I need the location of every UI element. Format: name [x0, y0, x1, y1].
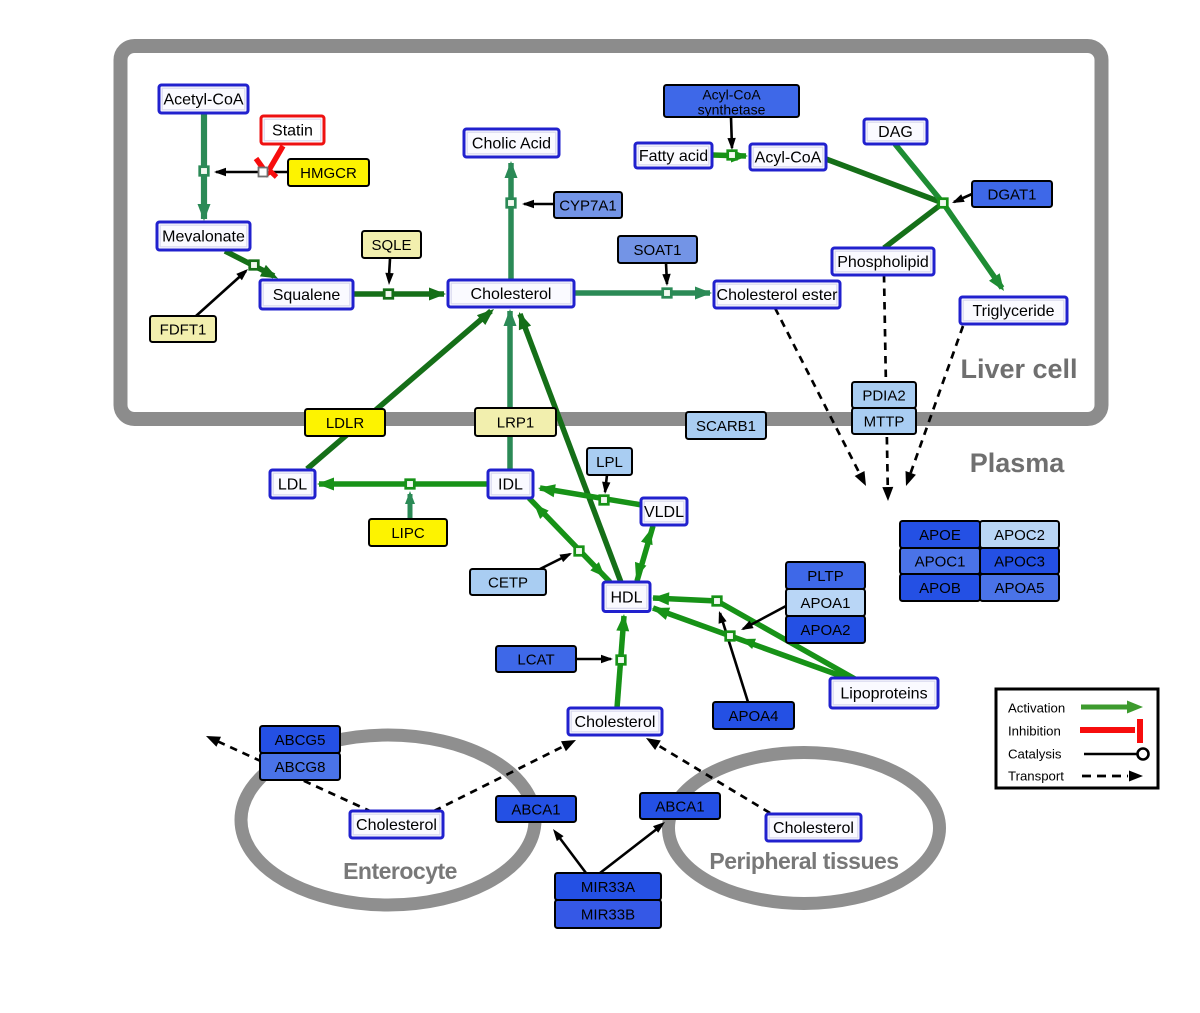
- svg-text:SCARB1: SCARB1: [696, 418, 756, 435]
- svg-text:LCAT: LCAT: [517, 652, 554, 669]
- svg-text:Squalene: Squalene: [273, 287, 341, 304]
- svg-text:APOC2: APOC2: [994, 527, 1045, 544]
- svg-text:Statin: Statin: [272, 123, 313, 140]
- svg-text:Cholic Acid: Cholic Acid: [472, 136, 551, 153]
- svg-text:Cholesterol: Cholesterol: [773, 820, 854, 837]
- svg-text:Cholesterol: Cholesterol: [471, 286, 552, 303]
- svg-text:CETP: CETP: [488, 575, 528, 592]
- svg-text:Acetyl-CoA: Acetyl-CoA: [163, 92, 243, 109]
- svg-text:ABCA1: ABCA1: [511, 802, 560, 819]
- svg-text:PDIA2: PDIA2: [862, 388, 905, 405]
- svg-text:Transport: Transport: [1008, 769, 1064, 784]
- svg-text:Cholesterol: Cholesterol: [575, 714, 656, 731]
- svg-text:APOC1: APOC1: [915, 554, 966, 571]
- svg-text:LDLR: LDLR: [326, 415, 365, 432]
- svg-text:CYP7A1: CYP7A1: [559, 198, 617, 215]
- svg-text:Inhibition: Inhibition: [1008, 724, 1061, 739]
- svg-text:Lipoproteins: Lipoproteins: [840, 686, 927, 703]
- svg-text:HDL: HDL: [610, 589, 642, 606]
- svg-text:ABCA1: ABCA1: [655, 799, 704, 816]
- svg-text:Activation: Activation: [1008, 701, 1065, 716]
- svg-text:APOA2: APOA2: [800, 622, 850, 639]
- svg-text:APOE: APOE: [919, 527, 961, 544]
- svg-text:FDFT1: FDFT1: [160, 322, 207, 339]
- svg-text:MTTP: MTTP: [864, 414, 905, 431]
- svg-text:PLTP: PLTP: [807, 568, 843, 585]
- svg-text:APOA4: APOA4: [728, 708, 778, 725]
- svg-text:Cholesterol ester: Cholesterol ester: [717, 287, 839, 304]
- svg-text:APOA5: APOA5: [994, 580, 1044, 597]
- svg-text:APOA1: APOA1: [800, 595, 850, 612]
- svg-text:SQLE: SQLE: [371, 237, 411, 254]
- svg-text:Cholesterol: Cholesterol: [356, 817, 437, 834]
- svg-text:DGAT1: DGAT1: [988, 187, 1037, 204]
- svg-text:SOAT1: SOAT1: [633, 242, 681, 259]
- svg-text:DAG: DAG: [878, 124, 913, 141]
- svg-text:Plasma: Plasma: [970, 448, 1066, 478]
- svg-text:HMGCR: HMGCR: [300, 165, 357, 182]
- svg-text:Enterocyte: Enterocyte: [343, 858, 457, 884]
- svg-text:Acyl-CoA: Acyl-CoA: [702, 87, 761, 103]
- svg-text:MIR33A: MIR33A: [581, 879, 635, 896]
- svg-text:synthetase: synthetase: [698, 102, 766, 118]
- svg-text:IDL: IDL: [498, 477, 523, 494]
- svg-text:LDL: LDL: [278, 477, 307, 494]
- svg-text:LRP1: LRP1: [497, 415, 535, 432]
- svg-text:LIPC: LIPC: [391, 525, 425, 542]
- svg-text:APOB: APOB: [919, 580, 961, 597]
- svg-text:ABCG8: ABCG8: [275, 759, 326, 776]
- svg-text:Catalysis: Catalysis: [1008, 747, 1062, 762]
- svg-text:MIR33B: MIR33B: [581, 907, 635, 924]
- svg-text:ABCG5: ABCG5: [275, 732, 326, 749]
- svg-text:Acyl-CoA: Acyl-CoA: [755, 150, 822, 167]
- svg-text:Liver cell: Liver cell: [960, 354, 1077, 384]
- svg-text:Phospholipid: Phospholipid: [837, 254, 929, 271]
- svg-text:Mevalonate: Mevalonate: [162, 229, 245, 246]
- svg-text:Fatty acid: Fatty acid: [639, 148, 708, 165]
- svg-text:VLDL: VLDL: [644, 504, 684, 521]
- svg-text:LPL: LPL: [596, 454, 623, 471]
- svg-text:Peripheral tissues: Peripheral tissues: [709, 848, 898, 874]
- svg-text:Triglyceride: Triglyceride: [972, 303, 1054, 320]
- svg-text:APOC3: APOC3: [994, 554, 1045, 571]
